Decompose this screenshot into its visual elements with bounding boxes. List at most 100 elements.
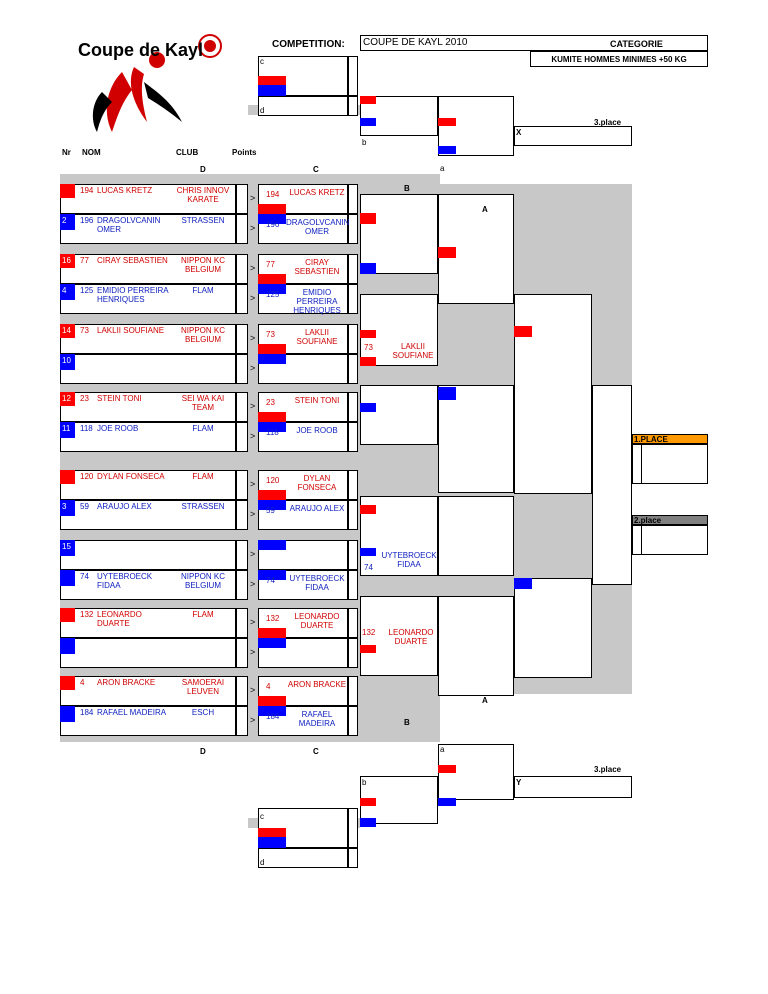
first-place-side — [632, 444, 642, 484]
entry-row[interactable] — [60, 392, 236, 422]
entry-row-color — [60, 706, 75, 722]
points-cell[interactable] — [236, 254, 248, 284]
round1-side — [348, 638, 358, 668]
r2-box-2-nr: 73 — [364, 343, 373, 352]
points-cell[interactable] — [236, 324, 248, 354]
pool-b-bottom: B — [404, 718, 410, 727]
points-cell[interactable] — [236, 540, 248, 570]
entry-row-color — [60, 284, 75, 300]
points-cell[interactable] — [236, 706, 248, 736]
entry-row[interactable] — [60, 184, 236, 214]
entry-row[interactable] — [60, 470, 236, 500]
entry-row-color — [60, 324, 75, 338]
entry-club: NIPPON KC BELGIUM — [180, 326, 225, 344]
entry-row-color — [60, 214, 75, 230]
entry-club: FLAM — [192, 424, 214, 433]
third-place-top-box[interactable] — [514, 126, 632, 146]
entry-row[interactable] — [60, 570, 236, 600]
rep-bot-b-label: b — [362, 778, 367, 787]
round1-side — [348, 500, 358, 530]
arrow-icon: > — [250, 193, 256, 203]
rep-bot-d-box[interactable] — [258, 848, 348, 868]
r2-box-1[interactable] — [360, 194, 438, 274]
arrow-icon: > — [250, 401, 256, 411]
rep-bot-r2-red — [360, 798, 376, 806]
round1-cell[interactable] — [258, 422, 348, 452]
points-cell[interactable] — [236, 638, 248, 668]
r4-box-2-blue — [514, 578, 532, 589]
r4-box-2[interactable] — [514, 578, 592, 678]
second-place-box[interactable] — [632, 525, 708, 555]
points-cell[interactable] — [236, 676, 248, 706]
entry-nr: 118 — [80, 424, 93, 433]
arrow-icon: > — [250, 223, 256, 233]
entry-nr: 132 — [80, 610, 94, 619]
r2-box-3[interactable] — [360, 385, 438, 445]
arrow-icon: > — [250, 263, 256, 273]
arrow-icon: > — [250, 617, 256, 627]
round1-nr: 77 — [266, 260, 275, 269]
round1-side — [348, 284, 358, 314]
points-cell[interactable] — [236, 570, 248, 600]
entry-row[interactable] — [60, 214, 236, 244]
karate-logo-icon — [92, 34, 222, 132]
entry-row[interactable] — [60, 324, 236, 354]
entry-nr: 73 — [80, 326, 89, 335]
points-cell[interactable] — [236, 214, 248, 244]
points-cell[interactable] — [236, 470, 248, 500]
points-cell[interactable] — [236, 354, 248, 384]
round1-nr: 74 — [266, 576, 275, 585]
rep-bot-d-side — [348, 848, 358, 868]
entry-row-color — [60, 676, 75, 690]
entry-nr: 194 — [80, 186, 94, 195]
third-place-bottom-label: 3.place — [594, 765, 622, 774]
round1-color — [258, 214, 286, 224]
round1-side — [348, 254, 358, 284]
col-club: CLUB — [176, 148, 199, 157]
entry-row[interactable] — [60, 676, 236, 706]
entry-row[interactable] — [60, 422, 236, 452]
points-cell[interactable] — [236, 500, 248, 530]
arrow-icon: > — [250, 685, 256, 695]
round1-side — [348, 422, 358, 452]
r3-box-3[interactable] — [438, 496, 514, 576]
col-d-bottom: D — [200, 747, 206, 756]
entry-name: LEONARDO DUARTE — [97, 610, 142, 628]
r2-box-5-red — [360, 645, 376, 653]
entry-nr: 59 — [80, 502, 89, 511]
final-box[interactable] — [592, 385, 632, 585]
entry-nr: 74 — [80, 572, 89, 581]
entry-name: DYLAN FONSECA — [97, 472, 165, 481]
points-cell[interactable] — [236, 184, 248, 214]
r2-box-4-red — [360, 505, 376, 514]
entry-row[interactable] — [60, 608, 236, 638]
first-place-box[interactable] — [632, 444, 708, 484]
third-place-bottom-box[interactable] — [514, 776, 632, 798]
r3-box-4[interactable] — [438, 596, 514, 696]
entry-row[interactable] — [60, 284, 236, 314]
entry-row[interactable] — [60, 500, 236, 530]
entry-row[interactable] — [60, 254, 236, 284]
points-cell[interactable] — [236, 284, 248, 314]
entry-row[interactable] — [60, 638, 236, 668]
r4-box-1[interactable] — [514, 294, 592, 494]
entry-row[interactable] — [60, 354, 236, 384]
r2-box-5[interactable] — [360, 596, 438, 676]
entry-row-color — [60, 470, 75, 484]
entry-name: STEIN TONI — [97, 394, 142, 403]
r3-box-2[interactable] — [438, 385, 514, 493]
round1-color — [258, 628, 286, 638]
rep-d-box[interactable] — [258, 96, 348, 116]
third-place-bottom-y: Y — [516, 778, 522, 787]
entry-row[interactable] — [60, 540, 236, 570]
points-cell[interactable] — [236, 392, 248, 422]
rep-bot-c-red — [258, 828, 286, 837]
entry-nr: 4 — [80, 678, 85, 687]
entry-club: ESCH — [191, 708, 215, 717]
rep-top-b-label: b — [362, 138, 367, 147]
points-cell[interactable] — [236, 422, 248, 452]
round1-color — [258, 354, 286, 364]
round1-side — [348, 324, 358, 354]
round1-color — [258, 696, 286, 706]
points-cell[interactable] — [236, 608, 248, 638]
